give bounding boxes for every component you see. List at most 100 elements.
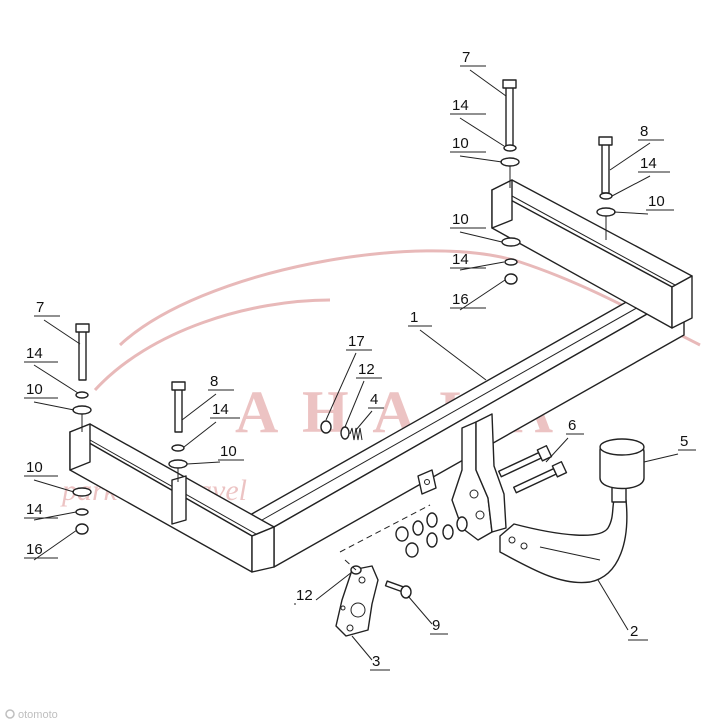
- washer: [75, 391, 89, 399]
- callout-label: 10: [452, 211, 469, 228]
- socket-plate-hole: [340, 605, 346, 611]
- callout-label: 14: [212, 401, 229, 418]
- alignment-dashed-line: [339, 504, 431, 553]
- callout-label: 17: [348, 333, 365, 350]
- main-frame-beam: [69, 179, 693, 573]
- callout-leader: [545, 437, 569, 463]
- callout-c8a: 8: [609, 123, 664, 171]
- callout-c12a: 12: [344, 361, 382, 428]
- callout-label: 12: [296, 587, 313, 604]
- callout-c2: 2: [597, 579, 648, 641]
- bolts-part-6: [498, 445, 568, 494]
- callout-leader: [186, 461, 221, 465]
- bolt-shank: [78, 329, 87, 381]
- callout-label: 4: [370, 391, 378, 408]
- washer: [168, 459, 188, 469]
- callout-label: 8: [210, 373, 218, 390]
- washer: [426, 512, 438, 528]
- callout-c10a: 10: [450, 135, 503, 163]
- callout-label: 10: [452, 135, 469, 152]
- bolt-head: [598, 136, 613, 146]
- callout-leader: [407, 595, 433, 625]
- right-arm-inner-line: [511, 195, 676, 286]
- callout-c6: 6: [545, 417, 584, 463]
- callout-label: 8: [640, 123, 648, 140]
- washer: [456, 516, 468, 532]
- callout-leader: [325, 352, 357, 421]
- callout-label: 2: [630, 623, 638, 640]
- bolt-8-left: [168, 381, 188, 482]
- callout-c10c: 10: [450, 211, 503, 243]
- bracket-square: [417, 469, 437, 495]
- callout-leader: [643, 453, 679, 463]
- callout-leader: [33, 511, 77, 521]
- washer: [72, 487, 92, 497]
- callout-c10f: 10: [24, 459, 75, 493]
- left-arm-stiffener: [171, 475, 187, 525]
- mount-plate-right: [475, 413, 507, 533]
- washer: [599, 192, 613, 200]
- callout-leader: [609, 142, 651, 171]
- nut: [405, 542, 419, 558]
- callout-c14c: 14: [450, 251, 505, 271]
- bolt-6-upper-head: [536, 445, 553, 462]
- callout-leader: [459, 117, 505, 147]
- washer: [596, 207, 616, 217]
- callout-label: 14: [26, 345, 43, 362]
- left-arm-end: [251, 526, 275, 573]
- washer: [500, 157, 520, 167]
- washer: [503, 144, 517, 152]
- callout-c7a: 7: [460, 49, 507, 97]
- corner-logo: otomoto: [5, 709, 58, 720]
- callout-leader: [459, 155, 503, 163]
- nut: [75, 523, 89, 535]
- callout-label: 16: [26, 541, 43, 558]
- socket-plate-hole: [346, 624, 354, 632]
- callout-c9: 9: [407, 595, 448, 635]
- callout-c17: 17: [325, 333, 372, 421]
- callout-c14d: 14: [24, 345, 79, 394]
- callout-label: 1: [410, 309, 418, 326]
- callout-c1: 1: [408, 309, 487, 381]
- bolt-shank: [601, 142, 610, 194]
- callout-leader: [33, 401, 75, 411]
- callout-leader: [459, 279, 506, 311]
- socket-plate-hole: [358, 576, 366, 584]
- callout-leader: [419, 329, 487, 381]
- callout-c12b: 12: [294, 571, 353, 605]
- mount-hole-2: [475, 510, 485, 520]
- logo-text: otomoto: [18, 709, 58, 720]
- callout-leader: [183, 421, 217, 448]
- callout-leader: [597, 579, 629, 631]
- callout-leader: [459, 261, 505, 271]
- bolt-shank: [174, 387, 183, 433]
- callout-c14e: 14: [183, 401, 240, 448]
- nut: [504, 273, 518, 285]
- bolt-head: [502, 79, 517, 89]
- logo-icon: [5, 709, 15, 719]
- arm-body: [499, 499, 628, 584]
- callout-c10b: 10: [613, 193, 674, 215]
- callout-label: 7: [36, 299, 44, 316]
- nut: [395, 526, 409, 542]
- callout-leader: [181, 393, 217, 421]
- bolt-part-9: [384, 580, 412, 599]
- callout-label: 14: [452, 97, 469, 114]
- washer: [412, 520, 424, 536]
- bolt-6-lower-head: [551, 461, 568, 478]
- mount-hole-1: [469, 489, 479, 499]
- callout-leader: [33, 529, 78, 561]
- arm-crease: [539, 546, 601, 561]
- washer: [72, 405, 92, 415]
- callout-leader: [315, 571, 353, 601]
- plate-fasteners: [395, 512, 468, 558]
- bolt-head: [171, 381, 186, 391]
- callout-label: 16: [452, 291, 469, 308]
- callout-leader: [459, 231, 503, 243]
- callout-c16b: 16: [24, 529, 78, 561]
- washer: [75, 508, 89, 516]
- socket-bracket-small: [417, 469, 437, 495]
- callout-c14a: 14: [450, 97, 505, 147]
